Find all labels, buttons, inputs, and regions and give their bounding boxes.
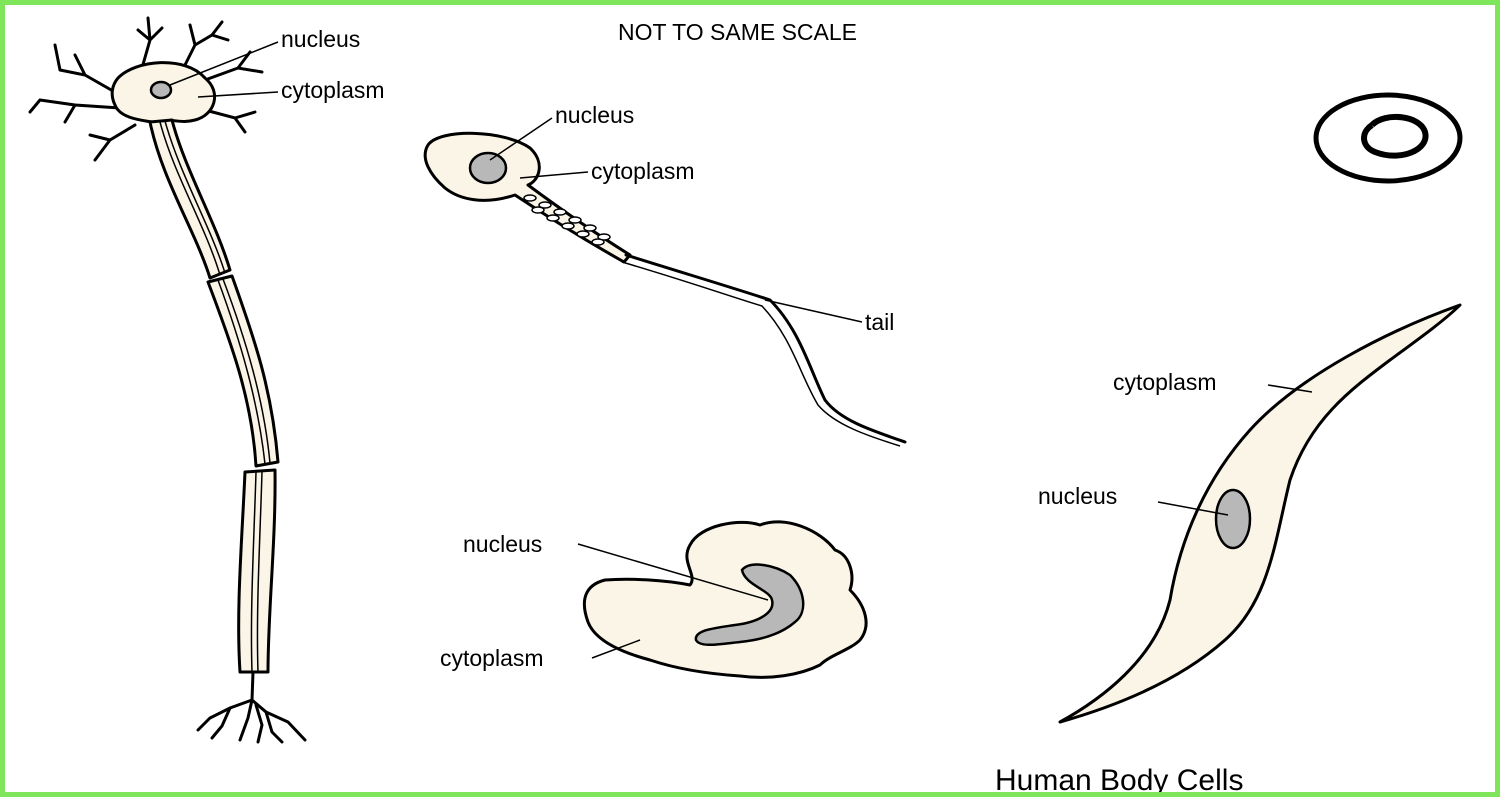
muscle-cell xyxy=(1060,305,1460,722)
muscle-nucleus xyxy=(1216,490,1250,548)
sperm-cytoplasm-label: cytoplasm xyxy=(591,158,695,184)
muscle-nucleus-label: nucleus xyxy=(1038,483,1117,509)
nerve-axon xyxy=(150,120,278,700)
muscle-cell-body xyxy=(1060,305,1460,722)
nerve-nucleus xyxy=(151,82,171,98)
white-cytoplasm-label: cytoplasm xyxy=(440,645,544,671)
diagram-title: NOT TO SAME SCALE xyxy=(618,19,857,45)
white-blood-cell xyxy=(578,522,866,678)
diagram-caption: Human Body Cells xyxy=(995,764,1243,792)
sperm-nucleus xyxy=(470,153,506,183)
muscle-cytoplasm-label: cytoplasm xyxy=(1113,369,1217,395)
white-nucleus-label: nucleus xyxy=(463,531,542,557)
red-blood-cell xyxy=(1316,95,1460,181)
sperm-tail xyxy=(622,255,905,446)
cells-diagram: NOT TO SAME SCALE xyxy=(5,5,1495,792)
sperm-nucleus-label: nucleus xyxy=(555,102,634,128)
nerve-cell xyxy=(30,18,305,742)
sperm-tail-label: tail xyxy=(865,309,894,335)
white-cell-body xyxy=(584,522,866,678)
nerve-axon-terminals xyxy=(198,700,305,742)
nerve-nucleus-label: nucleus xyxy=(281,26,360,52)
nerve-cytoplasm-label: cytoplasm xyxy=(281,77,385,103)
